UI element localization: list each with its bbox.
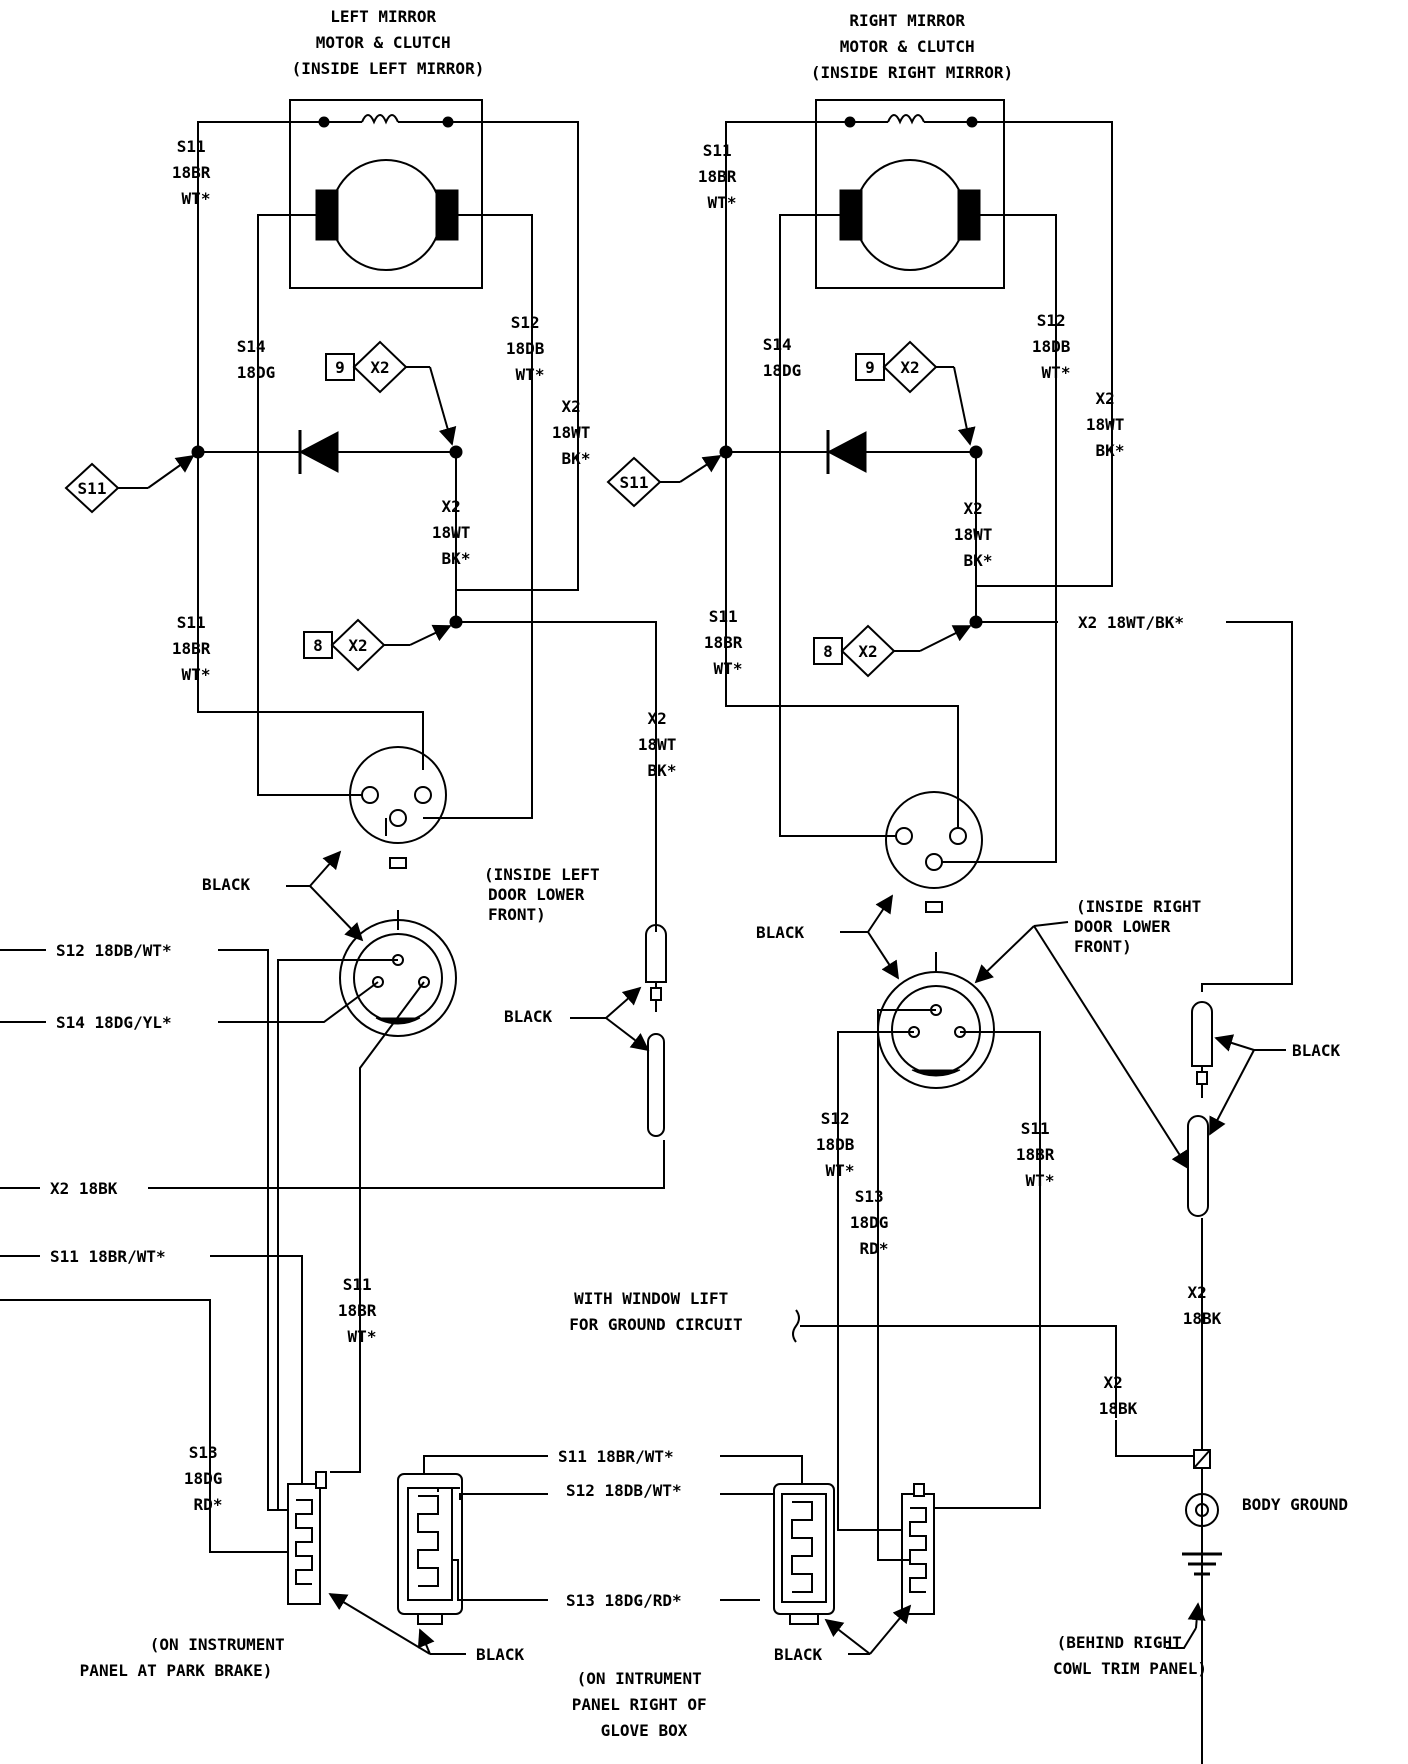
center-s12-label: S12 18DB/WT* <box>566 1481 682 1500</box>
center-s13-label: S13 18DG/RD* <box>566 1591 682 1610</box>
left-panel-location-label: (ON INSTRUMENT PANEL AT PARK BRAKE) <box>80 1635 295 1680</box>
left-x2-mid-label: X2 18WT BK* <box>432 497 480 568</box>
right-splice-s11 <box>719 445 733 459</box>
body-ground-location-label: (BEHIND RIGHT COWL TRIM PANEL) <box>1053 1633 1207 1678</box>
right-s12-top-label: S12 18DB WT* <box>1032 311 1080 382</box>
left-mirror-connector <box>349 746 447 869</box>
svg-text:X2: X2 <box>370 358 389 377</box>
left-diode-icon <box>298 431 339 473</box>
left-x2-right-label: X2 18WT BK* <box>552 397 600 468</box>
left-motor-brush-right <box>435 189 459 241</box>
svg-text:8: 8 <box>823 642 833 661</box>
left-black-pin-label: BLACK <box>504 1007 553 1026</box>
right-x2-mid-label: X2 18WT BK* <box>954 499 1002 570</box>
left-door-pin-connector <box>645 924 667 1137</box>
body-ground-label: BODY GROUND <box>1242 1495 1348 1514</box>
left-black-connector-label: BLACK <box>202 875 251 894</box>
left-s14-label: S14 18DG <box>237 337 276 382</box>
svg-text:8: 8 <box>313 636 323 655</box>
left-x2-upper-callout: 9 X2 <box>325 340 457 446</box>
svg-text:S11: S11 <box>620 473 649 492</box>
left-splice-diode <box>449 445 463 459</box>
center-s11-label: S11 18BR/WT* <box>558 1447 674 1466</box>
right-s11-lower-label: S11 18BR WT* <box>1016 1119 1064 1190</box>
right-x2-horizontal-label: X2 18WT/BK* <box>1078 613 1184 632</box>
left-mirror-title: LEFT MIRROR MOTOR & CLUTCH (INSIDE LEFT … <box>292 7 485 78</box>
right-door-pin-connector <box>1187 1001 1213 1217</box>
right-inline-connector <box>901 1483 935 1615</box>
center-location-label: (ON INTRUMENT PANEL RIGHT OF GLOVE BOX <box>572 1669 717 1740</box>
body-ground-icon <box>1182 1449 1222 1576</box>
right-x2-ground-label: X2 18BK <box>1183 1283 1222 1328</box>
right-splice-diode <box>969 445 983 459</box>
right-motor-brush-left <box>839 189 863 241</box>
left-s11-mid-label: S11 18BR WT* <box>172 613 220 684</box>
left-bus-x2-label: X2 18BK <box>50 1179 118 1198</box>
right-door-location-label: (INSIDE RIGHT DOOR LOWER FRONT) <box>1074 897 1211 956</box>
right-mirror-connector <box>885 791 983 913</box>
left-s13-label: S13 18DG RD* <box>184 1443 232 1514</box>
window-lift-note: WITH WINDOW LIFT FOR GROUND CIRCUIT <box>569 1289 742 1334</box>
right-s11-callout: S11 <box>606 455 722 508</box>
svg-text:X2: X2 <box>858 642 877 661</box>
center-panel-connector <box>397 1473 463 1625</box>
right-mirror-assembly: RIGHT MIRROR MOTOR & CLUTCH (INSIDE RIGH… <box>811 11 1013 289</box>
left-x2-low-label: X2 18WT BK* <box>638 709 686 780</box>
right-mirror-title: RIGHT MIRROR MOTOR & CLUTCH (INSIDE RIGH… <box>811 11 1013 82</box>
left-bus-s11-label: S11 18BR/WT* <box>50 1247 166 1266</box>
center-right-connector <box>773 1483 835 1625</box>
right-black-pin-label: BLACK <box>1292 1041 1341 1060</box>
right-splice-x2 <box>969 615 983 629</box>
left-mirror-wires <box>197 121 657 930</box>
right-s11-mid-label: S11 18BR WT* <box>704 607 752 678</box>
left-splice-s11 <box>191 445 205 459</box>
right-motor-brush-right <box>957 189 981 241</box>
window-x2-label: X2 18BK <box>1099 1373 1138 1418</box>
right-clutch-coil-icon <box>850 114 972 125</box>
left-s11-top-label: S11 18BR WT* <box>172 137 220 208</box>
left-bus-s14-label: S14 18DG/YL* <box>56 1013 172 1032</box>
left-splice-x2 <box>449 615 463 629</box>
left-clutch-coil-icon <box>324 114 448 125</box>
svg-text:X2: X2 <box>348 636 367 655</box>
left-door-location-label: (INSIDE LEFT DOOR LOWER FRONT) <box>484 865 609 924</box>
right-diode-icon <box>826 431 867 473</box>
right-x2-lower-callout: 8 X2 <box>813 624 972 678</box>
right-x2-far-label: X2 18WT BK* <box>1086 389 1134 460</box>
left-x2-lower-callout: 8 X2 <box>303 618 452 672</box>
svg-text:9: 9 <box>865 358 875 377</box>
right-x2-upper-callout: 9 X2 <box>855 340 976 446</box>
right-s14-label: S14 18DG <box>763 335 802 380</box>
right-s12-lower-label: S12 18DB WT* <box>816 1109 864 1180</box>
right-black-connector-label: BLACK <box>756 923 805 942</box>
left-s11-diamond-label: S11 <box>78 479 107 498</box>
left-s11-lower-label: S11 18BR WT* <box>338 1275 386 1346</box>
left-panel-connector <box>287 1471 327 1605</box>
svg-text:X2: X2 <box>900 358 919 377</box>
right-s13-lower-label: S13 18DG RD* <box>850 1187 898 1258</box>
svg-text:9: 9 <box>335 358 345 377</box>
center-black-right-label: BLACK <box>774 1645 823 1664</box>
left-s11-callout: S11 <box>64 454 195 514</box>
right-mirror-wires <box>725 121 1293 992</box>
left-mirror-assembly: LEFT MIRROR MOTOR & CLUTCH (INSIDE LEFT … <box>289 7 485 289</box>
left-motor-brush-left <box>315 189 339 241</box>
center-black-left-label: BLACK <box>476 1645 525 1664</box>
right-s11-top-label: S11 18BR WT* <box>698 141 746 212</box>
left-s12-top-label: S12 18DB WT* <box>506 313 554 384</box>
left-bus-s12-label: S12 18DB/WT* <box>56 941 172 960</box>
